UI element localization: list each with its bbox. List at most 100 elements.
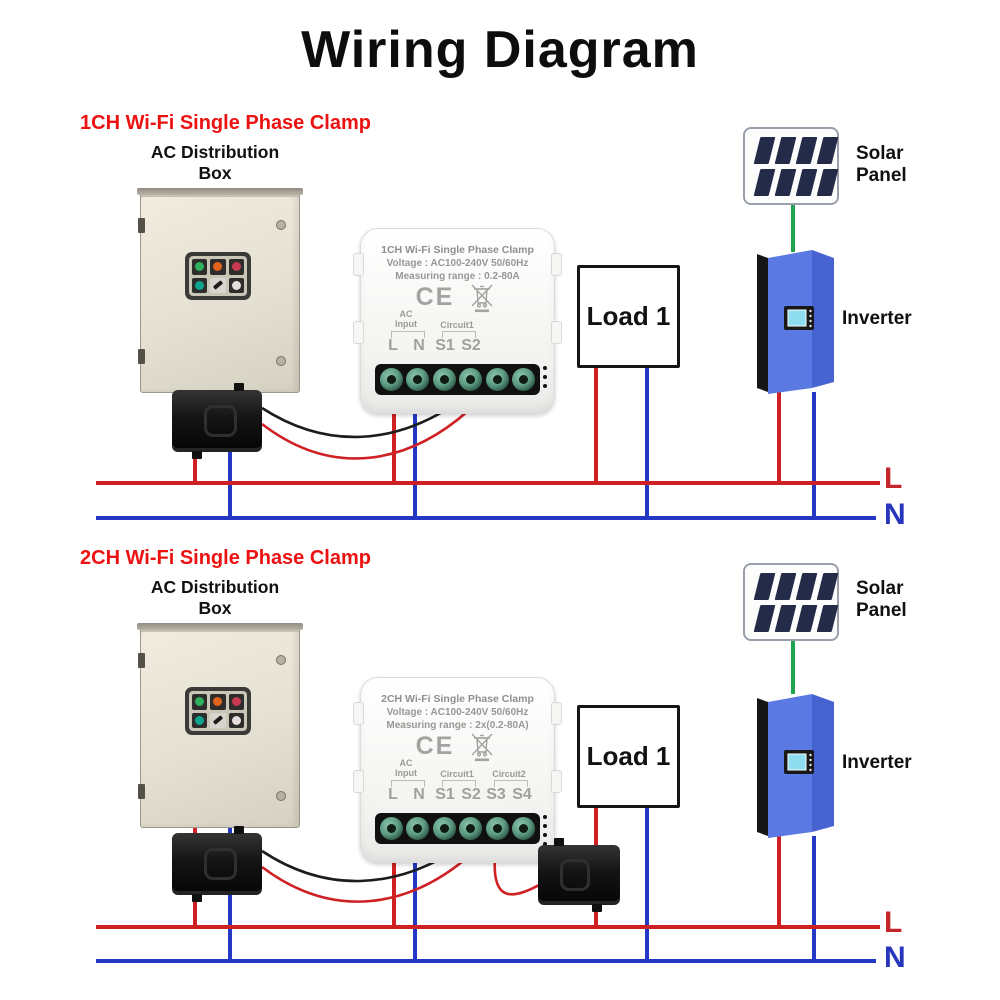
group-label-circuit1: Circuit1 <box>440 769 474 779</box>
solar-cell <box>753 572 776 600</box>
terminal-screw <box>406 817 430 840</box>
phase-n-label: N <box>884 941 906 974</box>
load-box: Load 1 <box>577 705 680 808</box>
inverter-icon <box>757 694 834 838</box>
group-bracket <box>391 331 425 338</box>
ac-distribution-box-label: AC Distribution Box <box>115 577 315 619</box>
solar-cell <box>816 604 839 632</box>
terminal-label-n: N <box>413 786 425 803</box>
smart-clamp-device-1ch: 1CH Wi-Fi Single Phase Clamp Voltage : A… <box>353 228 562 414</box>
group-label-input: Input <box>395 768 417 778</box>
wire-distbox-neutral <box>228 391 232 520</box>
mounting-tab <box>353 702 364 725</box>
solar-cell <box>816 572 839 600</box>
smart-clamp-device-2ch: 2CH Wi-Fi Single Phase Clamp Voltage : A… <box>353 677 562 863</box>
solar-cell-row <box>753 572 839 600</box>
solar-cell <box>795 572 818 600</box>
indicator-light-red <box>228 694 244 710</box>
clamp-tab <box>191 894 202 902</box>
solar-label-line1: Solar <box>856 578 904 599</box>
group-label-circuit1: Circuit1 <box>440 320 474 330</box>
clamp-tab <box>591 904 602 912</box>
group-label-ac-input: AC Input <box>377 758 435 778</box>
bus-line-n <box>96 959 876 963</box>
wire-inverter-neutral <box>812 836 816 962</box>
phase-n-label: N <box>884 498 906 531</box>
ce-mark-icon: CE <box>415 283 455 311</box>
solar-cell <box>795 168 818 196</box>
distbox-top-edge <box>137 188 303 195</box>
inverter-icon <box>757 250 834 394</box>
solar-cell <box>795 136 818 164</box>
group-bracket <box>494 780 528 787</box>
selector-switch <box>210 277 226 293</box>
terminal-label-s3: S3 <box>486 786 506 803</box>
device-voltage: Voltage : AC100-240V 50/60Hz <box>386 258 529 269</box>
distbox-screw <box>276 791 286 801</box>
terminal-label-s2: S2 <box>461 786 481 803</box>
status-led-dots <box>543 815 547 846</box>
solar-cell <box>795 604 818 632</box>
group-bracket <box>442 331 476 338</box>
bus-line-l <box>96 481 880 485</box>
push-button-white <box>228 277 244 293</box>
weee-bin-icon <box>471 284 493 313</box>
indicator-light-teal <box>192 277 208 293</box>
solar-panel-icon <box>743 127 839 205</box>
current-clamp-circuit2 <box>538 845 620 912</box>
distbox-control-grid <box>189 256 247 296</box>
mounting-tab <box>551 702 562 725</box>
terminal-label-s1: S1 <box>435 337 455 354</box>
ac-distribution-box-graphic <box>137 188 303 393</box>
indicator-light-green <box>192 694 208 710</box>
device-name: 2CH Wi-Fi Single Phase Clamp <box>381 693 534 705</box>
indicator-light-teal <box>192 712 208 728</box>
push-button-white <box>228 712 244 728</box>
wire-device-live <box>392 856 396 928</box>
bus-line-n <box>96 516 876 520</box>
solar-cell <box>774 604 797 632</box>
distbox-control-panel <box>185 687 251 735</box>
section-heading-2ch: 2CH Wi-Fi Single Phase Clamp <box>80 547 371 569</box>
terminal-label-l: L <box>388 786 398 803</box>
solar-panel-label: Solar Panel <box>856 143 907 187</box>
terminal-label-l: L <box>388 337 398 354</box>
terminal-screw <box>380 368 403 391</box>
terminal-screw <box>459 368 483 391</box>
group-label-ac: AC <box>399 758 413 768</box>
weee-bin-icon <box>471 733 493 762</box>
terminal-block <box>375 364 540 395</box>
current-clamp-circuit1 <box>172 826 262 902</box>
device-range: Measuring range : 0.2-80A <box>395 271 520 282</box>
group-bracket <box>442 780 476 787</box>
distbox-hinge <box>138 784 145 799</box>
ac-distribution-box-label: AC Distribution Box <box>115 142 315 184</box>
wire-load-neutral <box>645 362 649 520</box>
solar-cell <box>753 168 776 196</box>
wire-solar-dc <box>791 205 795 252</box>
wire-inverter-neutral <box>812 392 816 520</box>
mounting-tab <box>353 321 364 344</box>
device-range: Measuring range : 2x(0.2-80A) <box>386 720 529 731</box>
solar-panel-icon <box>743 563 839 641</box>
indicator-light-orange <box>210 259 226 275</box>
distbox-screw <box>276 655 286 665</box>
ac-distribution-box-label-line1: AC Distribution <box>150 577 280 597</box>
distbox-hinge <box>138 653 145 668</box>
solar-label-line2: Panel <box>856 165 907 186</box>
device-voltage: Voltage : AC100-240V 50/60Hz <box>386 707 529 718</box>
mounting-tab <box>353 253 364 276</box>
terminal-screw <box>511 368 535 391</box>
distbox-control-grid <box>189 691 247 731</box>
inverter-label: Inverter <box>842 308 912 329</box>
bus-line-l <box>96 925 880 929</box>
solar-cell <box>816 136 839 164</box>
solar-label-line1: Solar <box>856 143 904 164</box>
terminal-block <box>375 813 540 844</box>
solar-cell-row <box>753 604 839 632</box>
terminal-label-s2: S2 <box>461 337 481 354</box>
terminal-screw <box>432 817 456 840</box>
wire-device-live <box>392 408 396 485</box>
solar-cell <box>774 168 797 196</box>
